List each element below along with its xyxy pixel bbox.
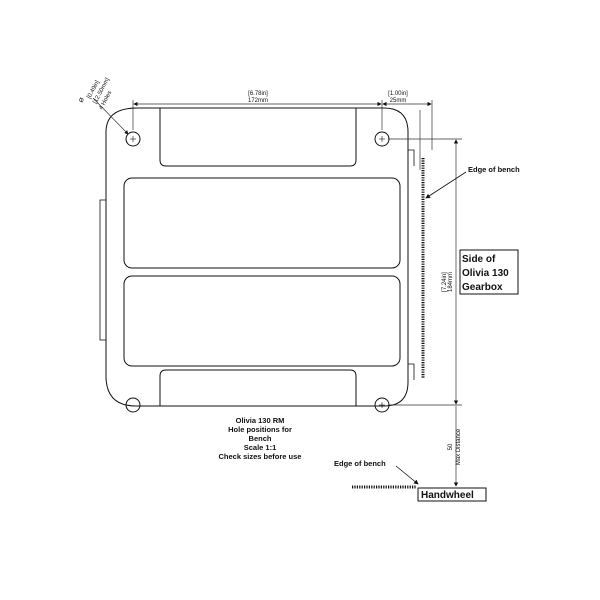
max-distance-value: 50: [448, 443, 454, 450]
side-dim-inch: [7.24in]: [442, 272, 448, 292]
hole-top-left: [125, 131, 141, 147]
top-notch: [159, 108, 357, 167]
edge-of-bench-bottom-label: Edge of bench: [334, 459, 386, 468]
top-dim-inch: [6.78in]: [248, 91, 268, 97]
handwheel-box: [417, 487, 487, 502]
note-line-3: Bench: [249, 434, 272, 443]
hole-leader: [92, 97, 129, 135]
hole-dim-symbol: ⌀: [76, 95, 86, 104]
side-box-line-3: Gearbox: [462, 282, 503, 293]
side-gearbox-box: [459, 249, 519, 295]
note-line-1: Olivia 130 RM: [236, 416, 285, 425]
top-dim-mm: 172mm: [248, 98, 268, 104]
edge-of-bench-right-label: Edge of bench: [468, 165, 520, 174]
plate-outline: [105, 107, 409, 407]
side-dimension: [388, 138, 462, 487]
note-line-2: Hole positions for: [228, 425, 292, 434]
side-dim-mm: 184mm: [448, 272, 454, 292]
max-distance-label: Max Distance: [456, 428, 462, 465]
side-box-line-2: Olivia 130: [462, 268, 509, 279]
handwheel-label: Handwheel: [421, 490, 474, 501]
upper-opening: [123, 177, 401, 269]
edge-dim-inch: [1.00in]: [388, 91, 408, 97]
bottom-notch: [159, 369, 357, 406]
right-edge-steps: [408, 149, 415, 380]
side-box-line-1: Side of: [462, 254, 496, 265]
edge-leader-bottom: [395, 465, 419, 485]
top-dimensions: [132, 100, 433, 170]
edge-dim-mm: 25mm: [390, 98, 407, 104]
note-line-5: Check sizes before use: [219, 452, 302, 461]
note-line-4: Scale 1:1: [244, 443, 277, 452]
left-edge-strip: [99, 199, 107, 341]
lower-opening: [123, 275, 401, 367]
edge-leader-right: [425, 171, 467, 199]
hole-bottom-left: [125, 397, 141, 413]
